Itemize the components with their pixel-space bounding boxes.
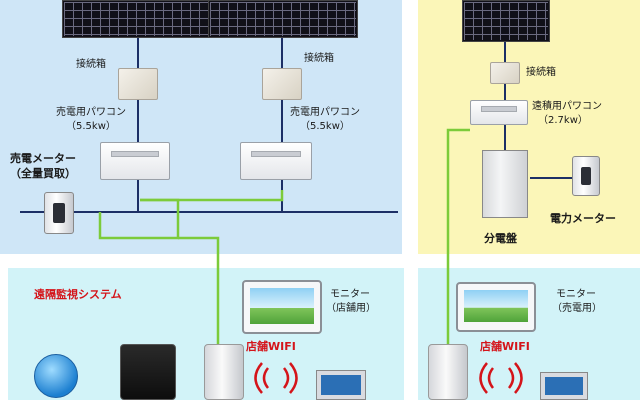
wire-comm-down-left	[178, 236, 220, 345]
pcon-left-spec: （5.5kw）	[66, 121, 116, 132]
wifi-unit-icon	[428, 344, 468, 400]
remote-monitoring-title: 遠隔監視システム	[34, 288, 122, 301]
solar-panel-icon	[462, 0, 550, 42]
computer-icon	[316, 370, 366, 400]
globe-icon	[34, 354, 78, 398]
inverter-icon	[240, 142, 312, 180]
wifi-right-label: 店舗WIFI	[480, 340, 530, 353]
wifi-unit-icon	[204, 344, 244, 400]
junction-box-icon	[118, 68, 158, 100]
solar-panel-icon	[208, 0, 358, 38]
monitor-sale-sub: （売電用）	[552, 303, 602, 314]
pcon-right-spec: （2.7kw）	[538, 115, 588, 126]
junction-box-mid-label: 接続箱	[304, 53, 334, 64]
pcon-right-title: 遠積用パワコン	[532, 101, 602, 112]
monitor-icon	[242, 280, 322, 334]
junction-box-icon	[262, 68, 302, 100]
meter-icon	[572, 156, 600, 196]
router-icon	[120, 344, 176, 400]
junction-box-right-label: 接続箱	[526, 67, 556, 78]
distribution-board-label: 分電盤	[484, 232, 517, 245]
self-consumption-system-panel	[418, 0, 640, 254]
computer-icon	[540, 372, 588, 400]
inverter-icon	[100, 142, 170, 180]
meter-icon	[44, 192, 74, 234]
pcon-mid-title: 売電用パワコン	[290, 107, 360, 118]
wifi-signal-icon-right	[479, 362, 523, 394]
junction-box-icon	[490, 62, 520, 84]
monitor-icon	[456, 282, 536, 332]
wire-comm-mid	[140, 190, 284, 202]
junction-box-left-label: 接続箱	[76, 59, 106, 70]
monitor-store-sub: （店舗用）	[326, 303, 376, 314]
wifi-left-label: 店舗WIFI	[246, 340, 296, 353]
monitor-store-title: モニター	[330, 289, 370, 300]
inverter-icon	[470, 100, 528, 125]
wire-comm-right	[446, 128, 470, 345]
pcon-mid-spec: （5.5kw）	[300, 121, 350, 132]
wifi-signal-icon-left	[254, 362, 298, 394]
solar-panel-icon	[62, 0, 212, 38]
power-meter-label: 電力メーター	[550, 212, 616, 225]
pcon-left-title: 売電用パワコン	[56, 107, 126, 118]
sell-meter-sub: （全量買取）	[10, 167, 76, 180]
monitor-sale-title: モニター	[556, 289, 596, 300]
distribution-board-icon	[482, 150, 528, 218]
sell-meter-title: 売電メーター	[10, 152, 76, 165]
